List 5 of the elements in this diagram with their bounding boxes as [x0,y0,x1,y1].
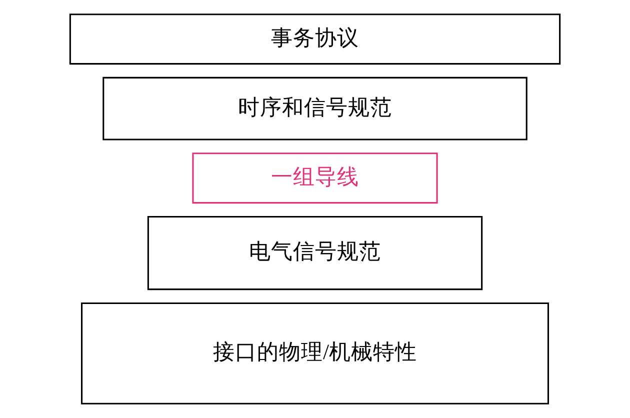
node-box: 时序和信号规范 [102,76,528,140]
node-box: 接口的物理/机械特性 [81,302,549,404]
node-box: 一组导线 [192,152,438,204]
node-box: 电气信号规范 [147,216,483,290]
node-box: 事务协议 [69,14,561,65]
